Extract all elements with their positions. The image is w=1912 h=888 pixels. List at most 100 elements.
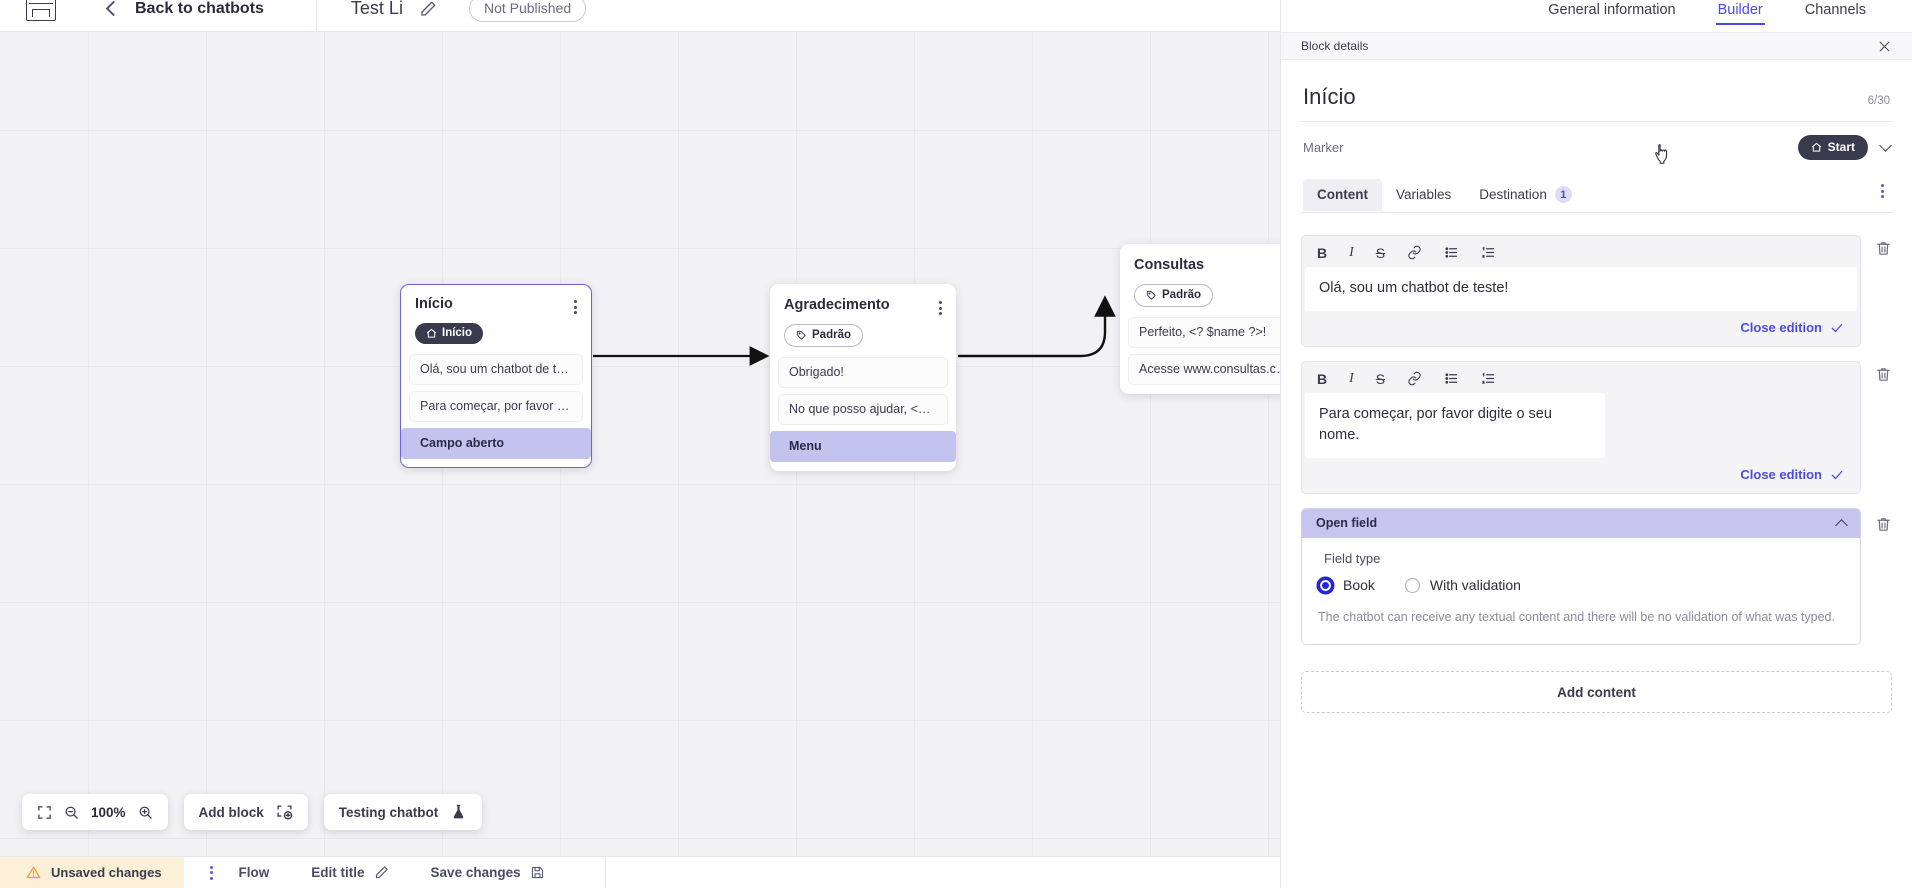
- tab-destination-label: Destination: [1479, 187, 1547, 202]
- pencil-icon[interactable]: [419, 0, 437, 18]
- back-to-chatbots-link[interactable]: Back to chatbots: [135, 0, 264, 17]
- bold-icon[interactable]: B: [1317, 244, 1328, 261]
- trash-icon[interactable]: [1875, 361, 1892, 388]
- italic-icon[interactable]: I: [1349, 244, 1354, 260]
- tab-destination[interactable]: Destination 1: [1465, 178, 1586, 212]
- node-tag-label: Padrão: [1162, 289, 1201, 301]
- bullet-list-icon[interactable]: [1444, 245, 1459, 260]
- node-row[interactable]: Obrigado!: [778, 357, 948, 388]
- flow-node-consultas[interactable]: Consultas Padrão Perfeito, <? $name ?>! …: [1120, 244, 1310, 394]
- zoom-out-icon[interactable]: [64, 805, 79, 820]
- node-header: Agradecimento: [770, 294, 956, 315]
- kebab-menu-icon[interactable]: [209, 865, 213, 880]
- rich-text-editor[interactable]: B I S: [1301, 361, 1861, 495]
- open-field-card: Open field Field type Book: [1301, 508, 1861, 646]
- radio-option-book[interactable]: Book: [1318, 577, 1375, 593]
- marker-selector[interactable]: Start: [1797, 135, 1892, 160]
- close-edition-button[interactable]: Close edition: [1740, 467, 1822, 483]
- editor-footer: Close edition: [1305, 311, 1857, 343]
- node-tag-label: Padrão: [812, 329, 851, 341]
- bullet-list-icon[interactable]: [1444, 371, 1459, 386]
- edit-title-button[interactable]: Edit title: [311, 865, 388, 880]
- italic-icon[interactable]: I: [1349, 370, 1354, 386]
- node-row[interactable]: No que posso ajudar, <? $name ...: [778, 394, 948, 425]
- node-title: Agradecimento: [784, 297, 890, 313]
- tab-channels[interactable]: Channels: [1804, 2, 1866, 18]
- node-row[interactable]: Acesse www.consultas.com par...: [1128, 354, 1302, 385]
- node-row[interactable]: Para começar, por favor digite o ...: [409, 391, 583, 423]
- editor-footer: Close edition: [1305, 458, 1857, 490]
- home-icon: [426, 328, 437, 338]
- add-content-button[interactable]: Add content: [1301, 671, 1892, 714]
- radio-with-validation-input[interactable]: [1404, 577, 1420, 593]
- numbered-list-icon[interactable]: [1481, 245, 1496, 260]
- open-field-header[interactable]: Open field: [1302, 509, 1860, 539]
- content-tab-bar: Content Variables Destination 1: [1301, 178, 1892, 213]
- rich-text-editor[interactable]: B I S: [1301, 235, 1861, 348]
- node-row-highlight[interactable]: Menu: [770, 431, 956, 462]
- kebab-menu-icon[interactable]: [1881, 184, 1892, 206]
- tab-builder[interactable]: Builder: [1715, 2, 1765, 25]
- save-disk-icon: [531, 866, 543, 879]
- field-type-radio-group: Book With validation: [1318, 577, 1844, 593]
- tag-icon: [796, 330, 806, 340]
- testing-chatbot-button[interactable]: Testing chatbot: [323, 794, 483, 830]
- save-changes-button[interactable]: Save changes: [431, 865, 545, 880]
- node-header: Início: [401, 293, 591, 315]
- node-title: Consultas: [1134, 257, 1205, 273]
- open-field-description: The chatbot can receive any textual cont…: [1318, 610, 1835, 625]
- zoom-in-icon[interactable]: [138, 805, 153, 820]
- check-icon[interactable]: [1830, 468, 1844, 482]
- unsaved-changes-label: Unsaved changes: [51, 865, 162, 880]
- add-block-icon: [277, 804, 293, 820]
- status-badge: Not Published: [468, 0, 587, 22]
- kebab-menu-icon[interactable]: [574, 296, 577, 315]
- node-tag-padrao: Padrão: [784, 324, 863, 347]
- radio-with-validation-label: With validation: [1429, 577, 1521, 594]
- kebab-menu-icon[interactable]: [939, 297, 942, 315]
- link-icon[interactable]: [1407, 371, 1422, 386]
- block-details-label: Block details: [1301, 39, 1369, 53]
- editor-text[interactable]: Olá, sou um chatbot de teste!: [1305, 267, 1857, 312]
- trash-icon[interactable]: [1875, 508, 1892, 538]
- chevron-left-icon[interactable]: [105, 0, 122, 17]
- tab-variables[interactable]: Variables: [1382, 179, 1465, 211]
- zoom-controls: 100%: [22, 794, 168, 830]
- editor-toolbar: B I S: [1305, 239, 1857, 267]
- node-tag-start: Início: [415, 323, 484, 345]
- node-rows: Perfeito, <? $name ?>! Acesse www.consul…: [1120, 317, 1310, 385]
- warning-triangle-icon: [26, 866, 41, 879]
- bold-icon[interactable]: B: [1317, 370, 1328, 387]
- trash-icon[interactable]: [1875, 235, 1892, 262]
- tab-content[interactable]: Content: [1303, 179, 1382, 211]
- marker-value: Start: [1827, 140, 1855, 154]
- canvas-toolbar: 100% Add block Testing chatbot: [22, 794, 483, 830]
- flow-button[interactable]: Flow: [239, 865, 270, 880]
- node-row-highlight[interactable]: Campo aberto: [401, 428, 591, 460]
- chevron-up-icon[interactable]: [1835, 518, 1848, 532]
- strikethrough-icon[interactable]: S: [1375, 370, 1386, 387]
- numbered-list-icon[interactable]: [1481, 371, 1496, 386]
- check-icon[interactable]: [1830, 321, 1844, 335]
- flow-node-inicio[interactable]: Início Início Olá, sou um chatbot de tes…: [400, 284, 592, 468]
- editor-text[interactable]: Para começar, por favor digite o seu nom…: [1305, 393, 1605, 459]
- chevron-down-icon[interactable]: [1879, 139, 1892, 152]
- close-edition-button[interactable]: Close edition: [1740, 320, 1822, 336]
- node-tag-padrao: Padrão: [1134, 284, 1213, 307]
- node-rows: Obrigado! No que posso ajudar, <? $name …: [770, 357, 956, 462]
- strikethrough-icon[interactable]: S: [1375, 244, 1386, 261]
- flask-icon: [454, 804, 464, 819]
- open-field-block: Open field Field type Book: [1301, 508, 1892, 646]
- close-icon[interactable]: [1877, 39, 1892, 54]
- node-row[interactable]: Perfeito, <? $name ?>!: [1128, 317, 1302, 348]
- link-icon[interactable]: [1407, 245, 1422, 260]
- add-block-button[interactable]: Add block: [183, 794, 308, 830]
- radio-option-with-validation[interactable]: With validation: [1404, 577, 1521, 594]
- node-row[interactable]: Olá, sou um chatbot de teste!: [409, 354, 583, 386]
- tab-general-information[interactable]: General information: [1548, 2, 1676, 18]
- radio-book-input[interactable]: [1318, 577, 1333, 593]
- fit-screen-icon[interactable]: [37, 805, 52, 820]
- pencil-icon: [375, 866, 388, 879]
- flow-node-agradecimento[interactable]: Agradecimento Padrão Obrigado! No que po…: [770, 284, 956, 471]
- destination-badge: 1: [1554, 186, 1572, 203]
